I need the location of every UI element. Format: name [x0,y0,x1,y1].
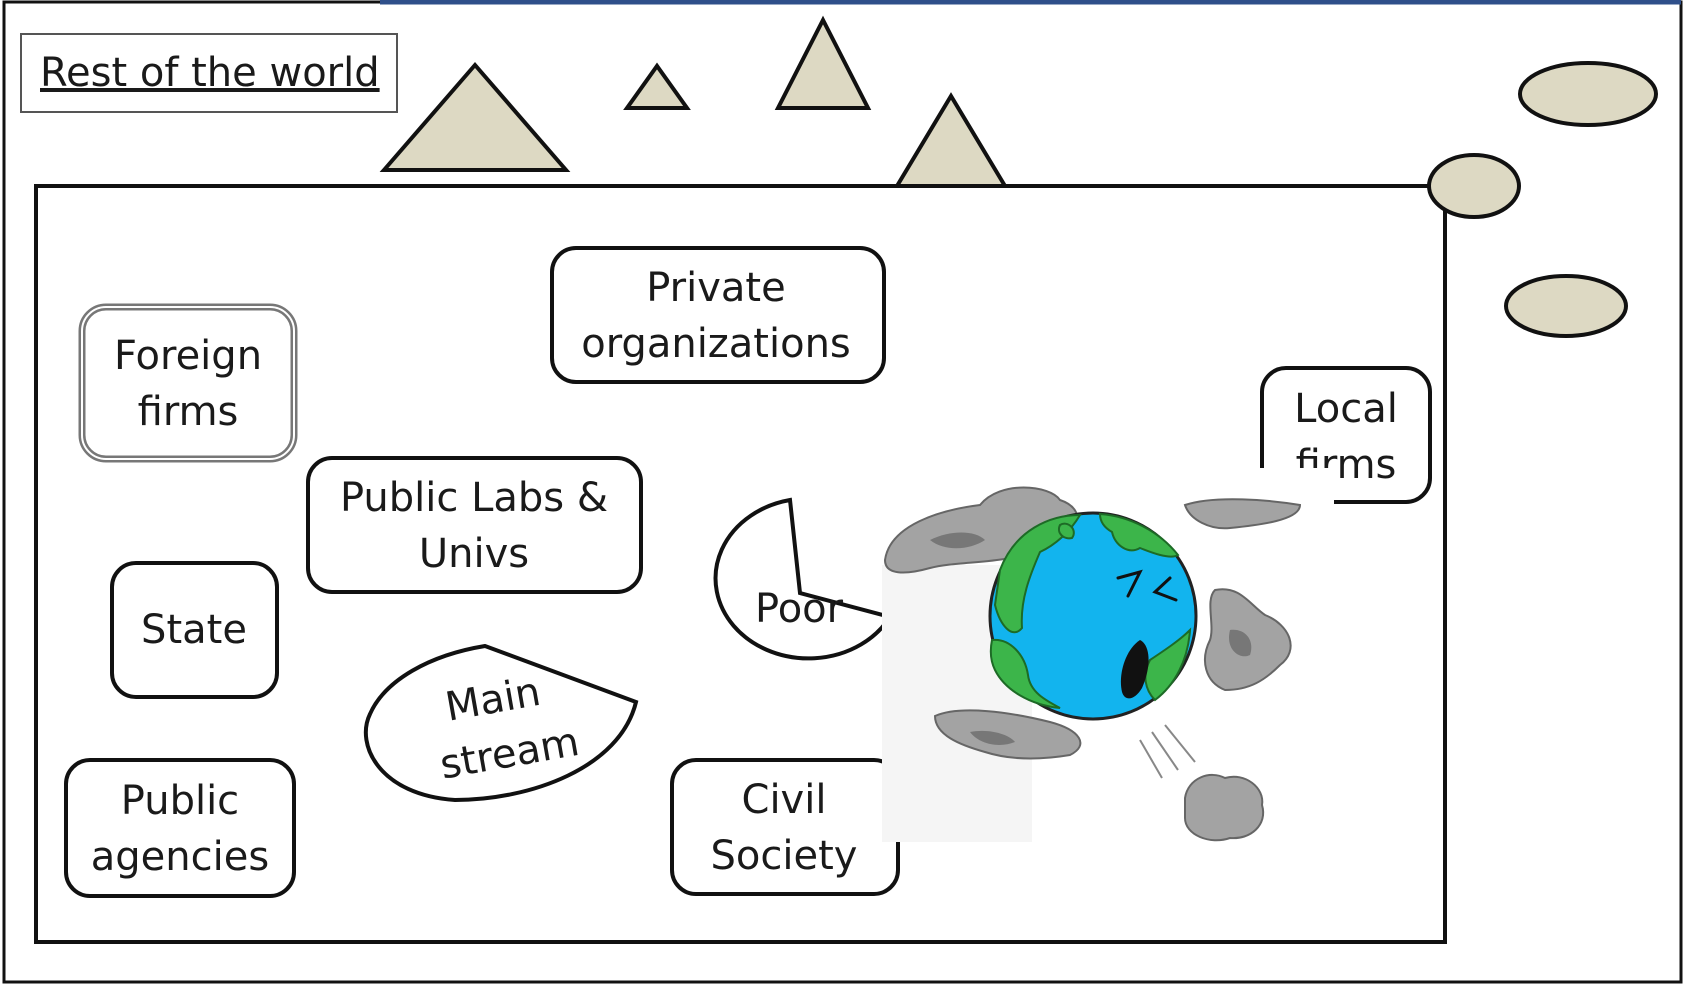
foreign-firms-node: Foreign firms [78,303,298,463]
public-agencies-label-1: Public [121,778,239,824]
stones [1504,61,1658,338]
public-agencies-label-2: agencies [91,834,269,880]
state-label: State [141,607,247,653]
foreign-firms-label-1: Foreign [114,333,262,379]
stone-2 [1427,153,1521,219]
public-agencies-node: Public agencies [64,758,296,898]
poor-node: Poor [713,497,894,661]
civil-society-label-1: Civil [742,777,827,823]
private-organizations-node: Private organizations [550,246,886,384]
mountain-2 [623,62,691,110]
rest-of-world-label: Rest of the world [40,50,380,96]
stone-1 [1518,61,1658,127]
state-node: State [110,561,279,699]
local-firms-label-1: Local [1294,386,1398,432]
private-organizations-label-1: Private [646,265,785,311]
public-labs-label-2: Univs [419,531,529,577]
mountain-1 [379,61,571,172]
public-labs-label-1: Public Labs & [340,475,608,521]
stone-3 [1504,274,1628,338]
mountain-3 [774,15,872,110]
civil-society-node: Civil Society [670,758,900,896]
main-stream-node: Main stream [363,643,639,803]
civil-society-label-2: Society [711,833,858,879]
poor-label: Poor [755,586,844,632]
foreign-firms-label-2: firms [138,389,239,435]
rest-of-world-box: Rest of the world [20,33,398,113]
public-labs-node: Public Labs & Univs [306,456,643,594]
private-organizations-label-2: organizations [581,321,851,367]
crying-earth-smoke-icon [882,468,1334,842]
